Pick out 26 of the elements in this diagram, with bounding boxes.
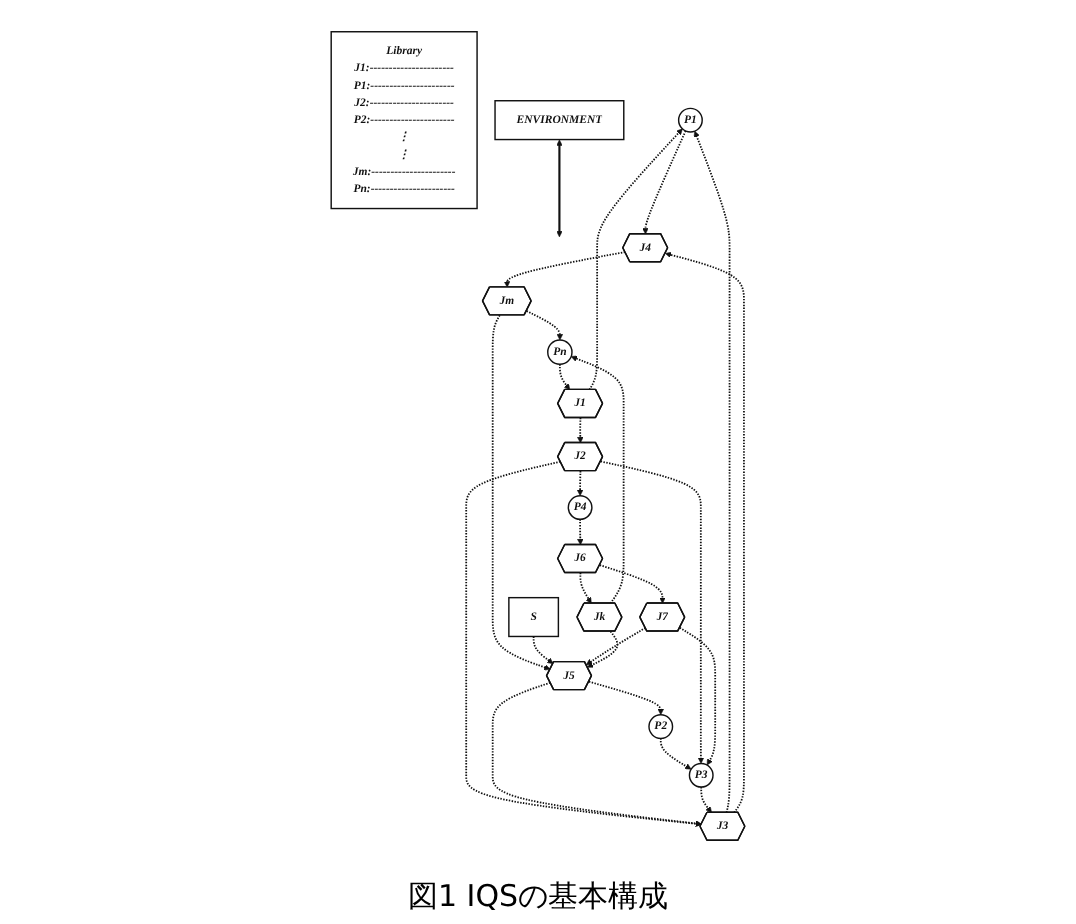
arrow <box>491 313 551 670</box>
arrow <box>693 129 731 813</box>
arrow <box>587 629 619 667</box>
arrow <box>503 250 626 287</box>
arrow <box>588 679 664 715</box>
arrow <box>465 459 702 826</box>
arrow <box>642 129 687 234</box>
arrow <box>665 250 745 813</box>
arrow <box>598 563 666 603</box>
arrow <box>659 736 692 769</box>
arrow <box>588 127 683 390</box>
figure-caption: 図1 IQSの基本構成 <box>407 878 669 916</box>
arrow <box>577 415 584 443</box>
arrow <box>576 469 584 496</box>
arrow <box>678 625 717 765</box>
arrow <box>558 362 571 390</box>
arrow <box>491 680 702 826</box>
arrow <box>599 459 705 763</box>
arrow <box>532 634 554 664</box>
arrow <box>525 309 564 340</box>
arrow <box>586 626 647 665</box>
arrow <box>579 570 592 603</box>
arrow <box>556 138 563 237</box>
arrow <box>577 517 584 545</box>
arrow <box>570 354 625 604</box>
arrow <box>700 785 712 812</box>
